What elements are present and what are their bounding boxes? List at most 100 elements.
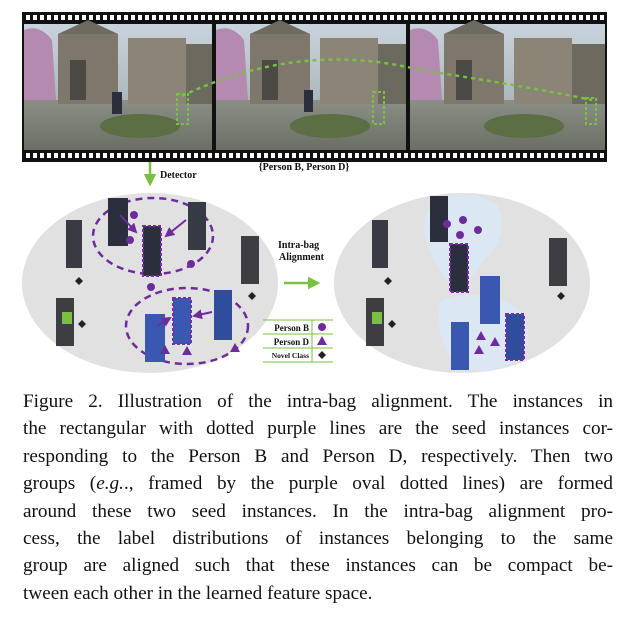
detector-label: Detector (160, 170, 197, 181)
film-perforation (586, 15, 590, 20)
film-perforation (530, 15, 534, 20)
film-perforation (292, 15, 296, 20)
film-perforation (68, 153, 72, 158)
person-crops-right (366, 196, 567, 370)
film-perforation (453, 153, 457, 158)
figure-caption: Figure 2. Illustration of the intra-bag … (23, 388, 613, 607)
film-perforation (334, 15, 338, 20)
film-perforation (432, 15, 436, 20)
film-perforation (173, 15, 177, 20)
caption-line: group are aligned such that these instan… (23, 555, 613, 577)
video-frame-3 (410, 20, 605, 150)
film-perforation (446, 153, 450, 158)
legend: Person B Person D Novel Class (263, 319, 333, 363)
film-perforation (306, 153, 310, 158)
film-perforation (26, 153, 30, 158)
film-perforation (131, 153, 135, 158)
film-perforation (187, 153, 191, 158)
film-perforation (411, 153, 415, 158)
film-perforation (425, 153, 429, 158)
film-perforation (551, 153, 555, 158)
film-perforation (523, 153, 527, 158)
film-perforation (264, 153, 268, 158)
film-perforation (362, 153, 366, 158)
film-perforation (103, 153, 107, 158)
film-perforation (138, 15, 142, 20)
film-perforation (180, 153, 184, 158)
film-perforation (278, 153, 282, 158)
film-perforation (264, 15, 268, 20)
film-perforation (306, 15, 310, 20)
film-perforation (383, 153, 387, 158)
film-perforation (194, 153, 198, 158)
film-perforation (250, 15, 254, 20)
track-path (181, 58, 593, 102)
film-perforation (551, 15, 555, 20)
film-strip: {Person B, Person D} (22, 12, 607, 173)
caption-line: the rectangular with dotted purple lines… (23, 418, 613, 440)
film-perforation (446, 15, 450, 20)
film-perforation (313, 153, 317, 158)
film-perforation (544, 153, 548, 158)
alignment-label-line1: Intra-bag (278, 240, 319, 251)
film-perforation (369, 153, 373, 158)
film-perforation (47, 15, 51, 20)
film-perforation (495, 153, 499, 158)
film-perforation (89, 153, 93, 158)
film-perforation (355, 15, 359, 20)
caption-line: around these two seed instances. In the … (23, 500, 613, 522)
film-perforation (33, 153, 37, 158)
legend-label-person-d: Person D (274, 337, 310, 347)
film-perforation (579, 153, 583, 158)
film-perforation (460, 15, 464, 20)
film-perforation (96, 153, 100, 158)
film-perforation (61, 15, 65, 20)
film-perforation (271, 153, 275, 158)
film-perforation (103, 15, 107, 20)
film-perforation (145, 153, 149, 158)
film-perforation (313, 15, 317, 20)
film-perforation (481, 153, 485, 158)
caption-line: Figure 2. Illustration of the intra-bag … (23, 391, 613, 412)
figure-illustration: {Person B, Person D} Detector (22, 12, 607, 373)
film-perforation (495, 15, 499, 20)
film-perforation (152, 153, 156, 158)
film-label: {Person B, Person D} (259, 162, 350, 173)
film-perforation (145, 15, 149, 20)
film-perforation (453, 15, 457, 20)
caption-line: responding to the Person B and Person D,… (23, 445, 613, 467)
film-perforation (320, 15, 324, 20)
film-perforation (348, 15, 352, 20)
film-perforation (40, 153, 44, 158)
film-perforation (488, 153, 492, 158)
film-perforation (40, 15, 44, 20)
film-perforation (418, 153, 422, 158)
film-perforation (544, 15, 548, 20)
film-perforation (439, 15, 443, 20)
film-perforation (425, 15, 429, 20)
film-perforation (516, 15, 520, 20)
film-perforation (180, 15, 184, 20)
film-perforation (509, 153, 513, 158)
film-perforation (96, 15, 100, 20)
film-perforation (320, 153, 324, 158)
film-perforation (537, 15, 541, 20)
film-perforation (369, 15, 373, 20)
film-perforation (222, 153, 226, 158)
right-bag-blob (334, 193, 590, 373)
film-perforation (75, 15, 79, 20)
film-perforation (397, 15, 401, 20)
film-perforation (593, 15, 597, 20)
film-perforation (194, 15, 198, 20)
film-perforation (579, 15, 583, 20)
film-perforation (299, 153, 303, 158)
film-perforation (292, 153, 296, 158)
legend-marker-diamond (318, 351, 326, 359)
caption-italic: e.g. (96, 473, 124, 495)
film-perforation (229, 153, 233, 158)
film-perforation (558, 15, 562, 20)
video-frame-2 (216, 20, 406, 150)
film-perforation (460, 153, 464, 158)
film-perforation (187, 15, 191, 20)
film-perforation (411, 15, 415, 20)
